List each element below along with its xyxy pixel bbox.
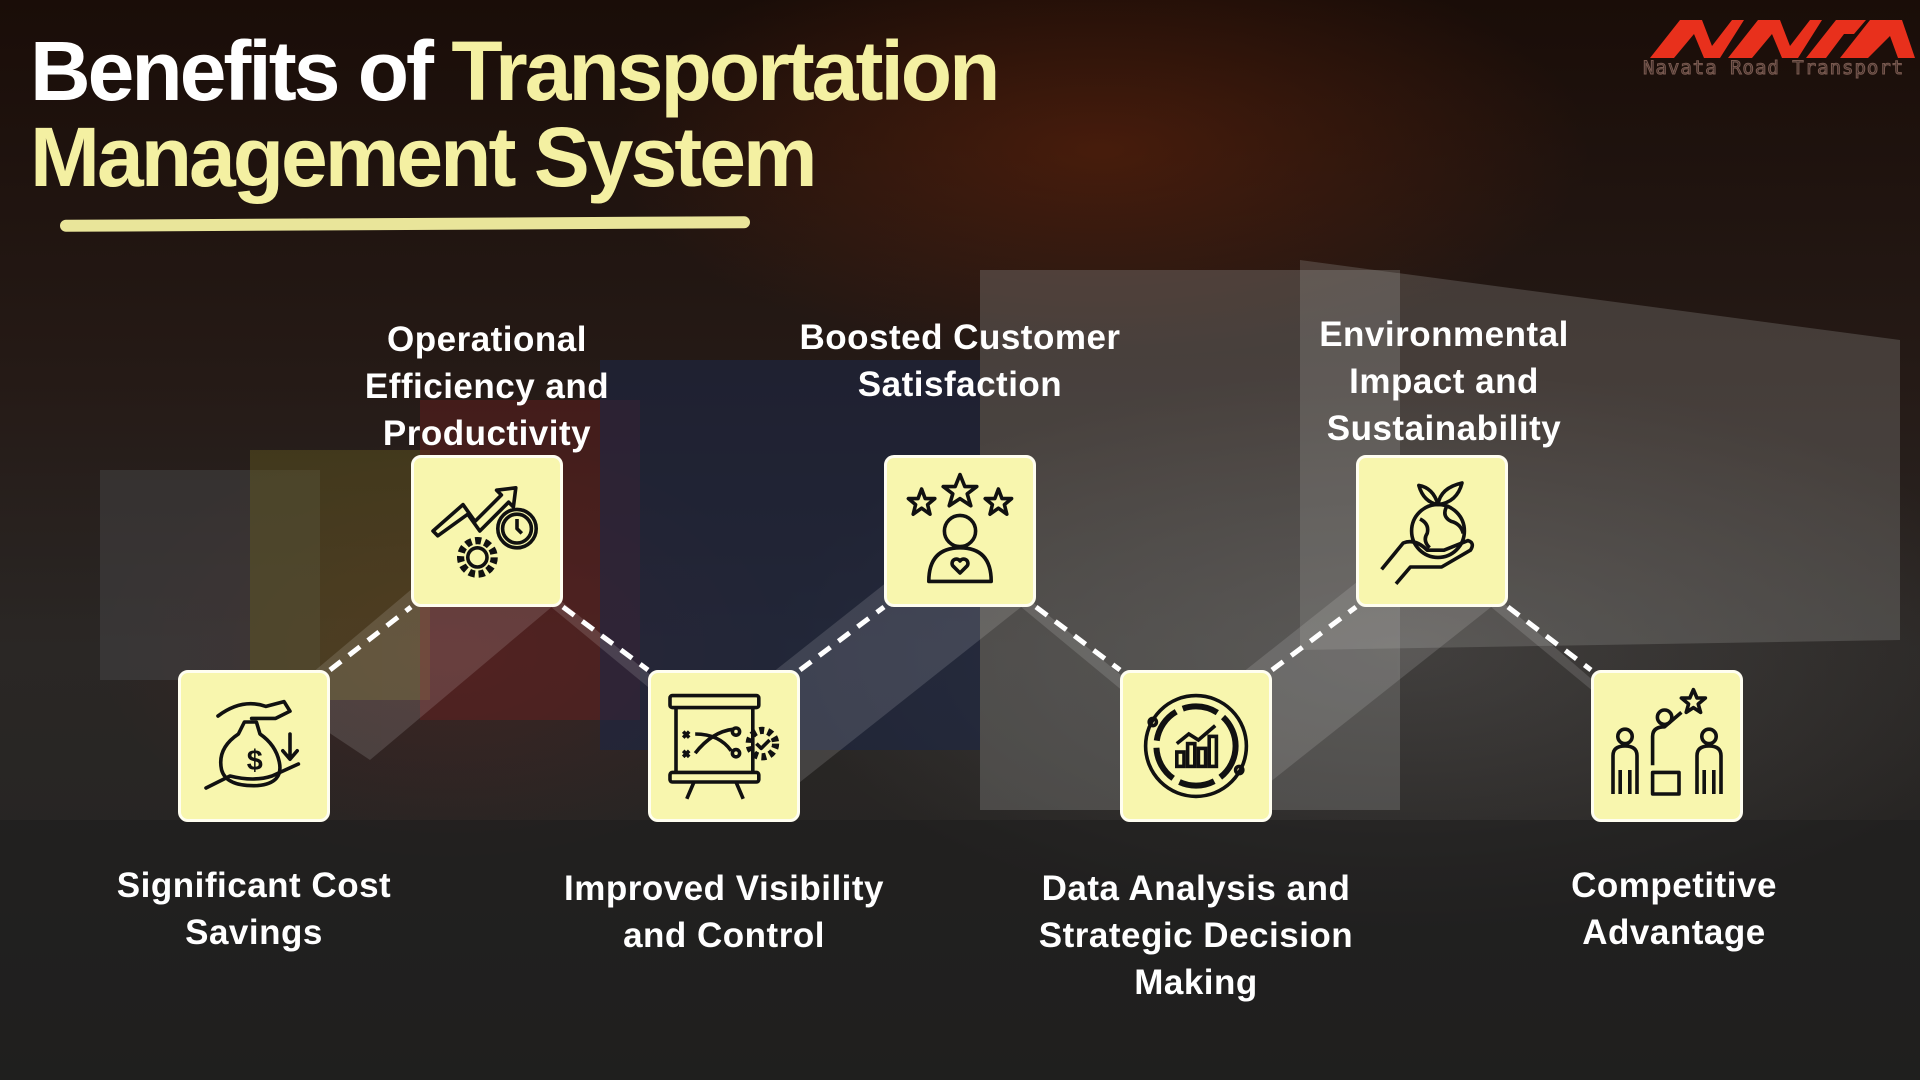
- label-line: and Control: [623, 916, 825, 955]
- label-line: Operational: [387, 320, 587, 359]
- label-line: Sustainability: [1326, 409, 1562, 448]
- label-line: Strategic Decision: [1038, 916, 1354, 955]
- label-line: Advantage: [1582, 913, 1766, 952]
- label-line: Making: [1134, 963, 1258, 1002]
- logo-text: Navata Road Transport: [1642, 57, 1905, 80]
- label-line: Data Analysis and: [1041, 869, 1351, 908]
- globe-hand-leaf-icon: [1380, 481, 1475, 585]
- money-bag-hand-icon: $: [204, 699, 301, 790]
- title-white: Benefits of: [30, 24, 452, 118]
- icon-box-customer: [884, 455, 1036, 607]
- benefit-label-visibility: Improved Visibility and Control: [524, 865, 924, 959]
- navata-logo: [1650, 20, 1915, 58]
- customer-stars-icon: [906, 472, 1014, 584]
- icon-box-operational: [411, 455, 563, 607]
- label-line: Competitive: [1571, 866, 1777, 905]
- label-line: Boosted Customer: [799, 318, 1121, 357]
- icon-box-visibility: [648, 670, 800, 822]
- icon-box-cost-savings: $: [178, 670, 330, 822]
- page-title: Benefits of Transportation Management Sy…: [30, 28, 1000, 204]
- label-line: Environmental: [1319, 315, 1569, 354]
- label-line: Impact and: [1349, 362, 1539, 401]
- svg-text:$: $: [247, 745, 263, 777]
- icon-box-environment: [1356, 455, 1508, 607]
- label-line: Efficiency and: [364, 367, 610, 406]
- title-underline: [59, 216, 751, 232]
- data-chart-circle-icon: [1143, 693, 1249, 799]
- icon-box-competitive: [1591, 670, 1743, 822]
- label-line: Savings: [185, 913, 323, 952]
- growth-gear-clock-icon: [431, 486, 538, 578]
- label-line: Productivity: [382, 414, 592, 453]
- label-line: Satisfaction: [857, 365, 1063, 404]
- icon-box-data-analysis: [1120, 670, 1272, 822]
- label-line: Significant Cost: [116, 866, 392, 905]
- label-line: Improved Visibility: [563, 869, 885, 908]
- title-line2: Management System: [30, 110, 818, 204]
- podium-star-icon: [1611, 687, 1723, 796]
- strategy-board-gear-icon: [668, 693, 780, 800]
- connector-dashes: [328, 604, 1593, 673]
- title-highlight: Transportation: [451, 24, 1000, 118]
